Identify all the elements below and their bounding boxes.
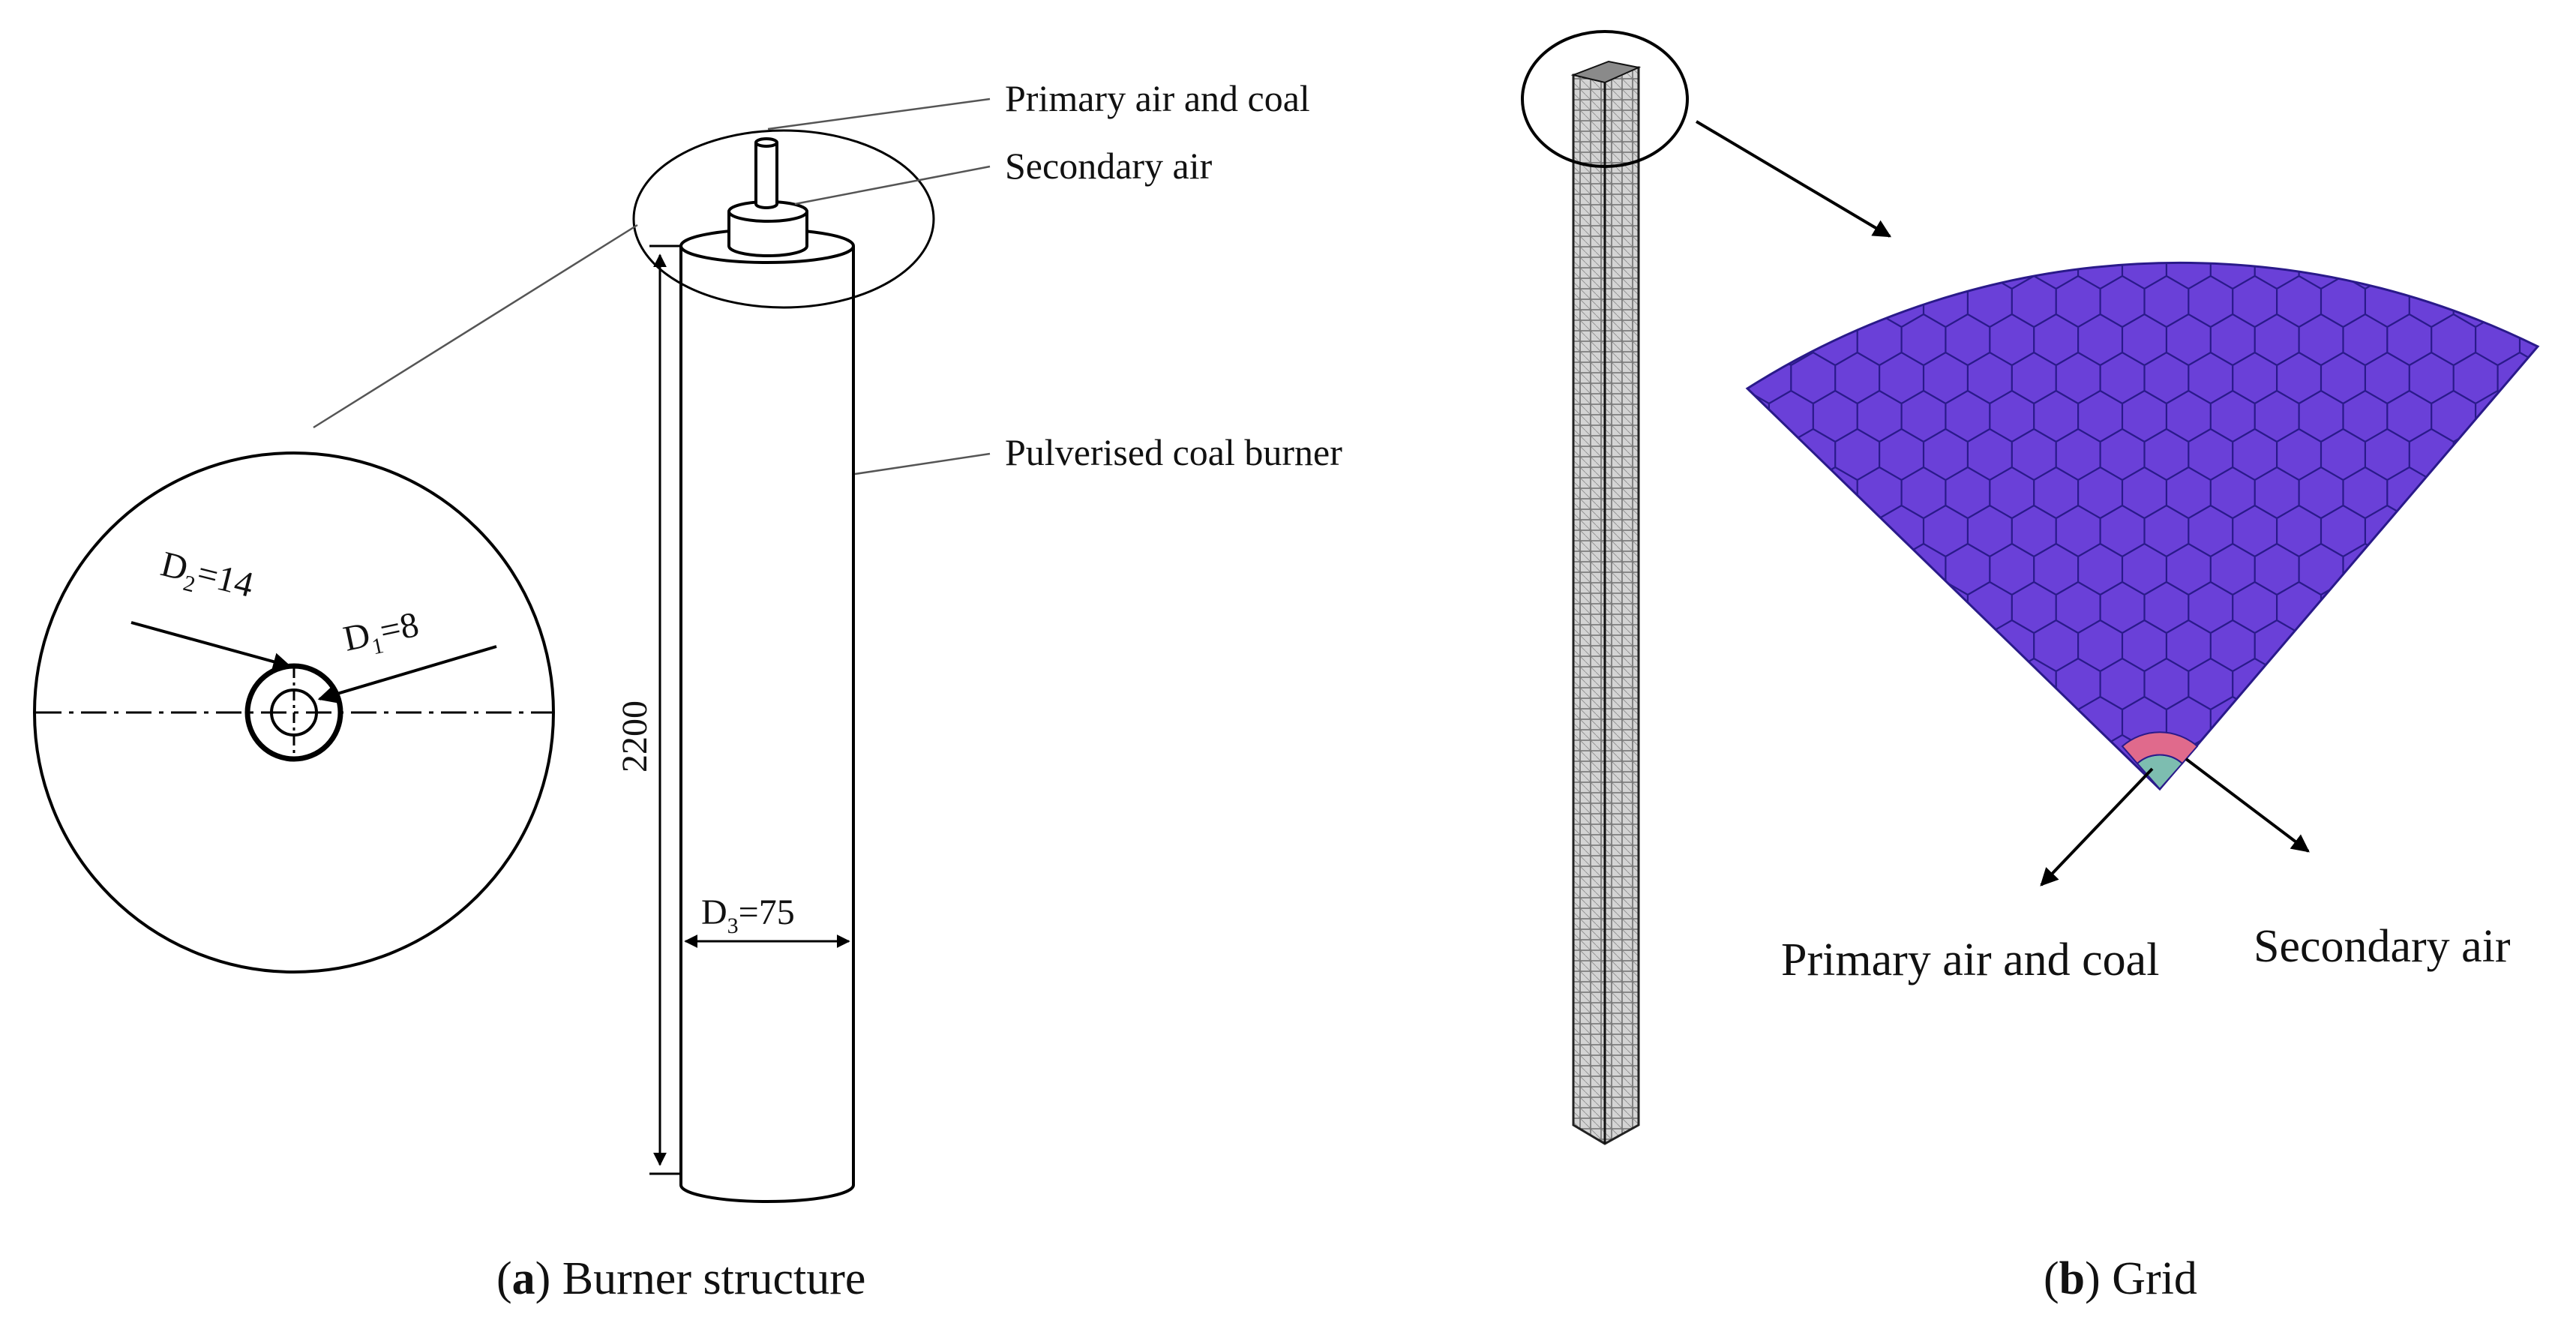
- panel-b-grid: Primary air and coal Secondary air (b) G…: [1521, 30, 2540, 1304]
- zoom-connector-line: [313, 224, 638, 429]
- secondary-air-label: Secondary air: [1005, 145, 1213, 187]
- burner-body: [679, 137, 855, 1203]
- burner-dimensions: 2200 D3=75: [615, 244, 850, 1175]
- mesh-column-top: [1570, 60, 1642, 84]
- burner-callout-line: [854, 452, 991, 476]
- mesh-column: [1521, 30, 1892, 1145]
- primary-callout-line: [767, 98, 991, 130]
- secondary-air-inlet: [727, 212, 808, 257]
- caption-b: (b) Grid: [2044, 1253, 2197, 1304]
- pulverised-coal-burner-label: Pulverised coal burner: [1005, 431, 1342, 473]
- grid-primary-label: Primary air and coal: [1781, 934, 2159, 986]
- burner-bottom-arc: [679, 1184, 855, 1203]
- secondary-air-zone: [2121, 731, 2199, 765]
- grid-sector-fill: [1745, 261, 2540, 791]
- primary-air-zone: [2136, 754, 2184, 790]
- primary-air-inlet: [754, 142, 778, 209]
- d2-leader-arrow: [130, 621, 292, 670]
- primary-inlet-top: [754, 137, 778, 148]
- primary-air-coal-label: Primary air and coal: [1005, 77, 1310, 119]
- outer-section-circle: [33, 452, 555, 974]
- burner-callouts: Primary air and coal Secondary air Pulve…: [767, 77, 1342, 476]
- secondary-callout-line: [794, 165, 991, 206]
- d1-leader-arrow: [317, 645, 497, 704]
- secondary-air-ring: [244, 663, 343, 762]
- d3-dimension-label: D3=75: [701, 892, 795, 938]
- grid-sector: Primary air and coal Secondary air: [1745, 261, 2540, 986]
- panel-a-burner-structure: D2=14 D1=8 2200 D3=75: [33, 77, 1342, 1304]
- primary-air-tube: [270, 688, 318, 736]
- d2-dimension-label: D2=14: [155, 544, 257, 610]
- height-dimension-label: 2200: [615, 700, 655, 772]
- mesh-zoom-ellipse: [1521, 30, 1689, 168]
- secondary-zone-arrow: [2185, 758, 2310, 853]
- zoom-highlight-ellipse: [632, 129, 935, 309]
- mesh-zoom-arrow: [1695, 120, 1892, 238]
- cross-section-view: D2=14 D1=8: [33, 452, 555, 974]
- caption-a: (a) Burner structure: [496, 1253, 865, 1304]
- grid-secondary-label: Secondary air: [2254, 921, 2511, 972]
- d1-dimension-label: D1=8: [340, 604, 423, 665]
- burner-cylinder-sides: [679, 246, 855, 1185]
- primary-zone-arrow: [2040, 767, 2154, 886]
